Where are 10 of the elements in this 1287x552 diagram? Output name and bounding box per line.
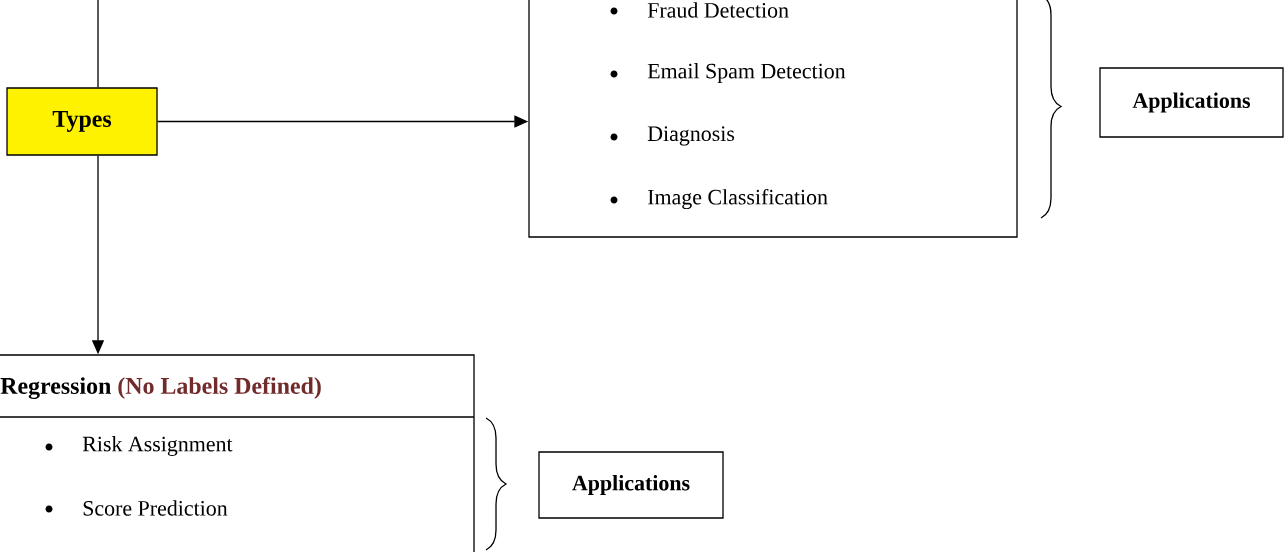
list-item: Image Classification [648, 188, 828, 210]
list-item: Email Spam Detection [647, 63, 846, 83]
applications-box: Applications [1099, 67, 1284, 138]
list-item: Diagnosis [647, 126, 735, 146]
list-item: Score Prediction [83, 500, 228, 516]
applications-box: Applications [538, 451, 724, 519]
list-item: Fraud Detection [647, 2, 789, 18]
type-box: Types [6, 87, 158, 156]
list-item: Risk Assignment [82, 436, 233, 456]
heading: Regression (No Labels Defined) [0, 376, 321, 400]
